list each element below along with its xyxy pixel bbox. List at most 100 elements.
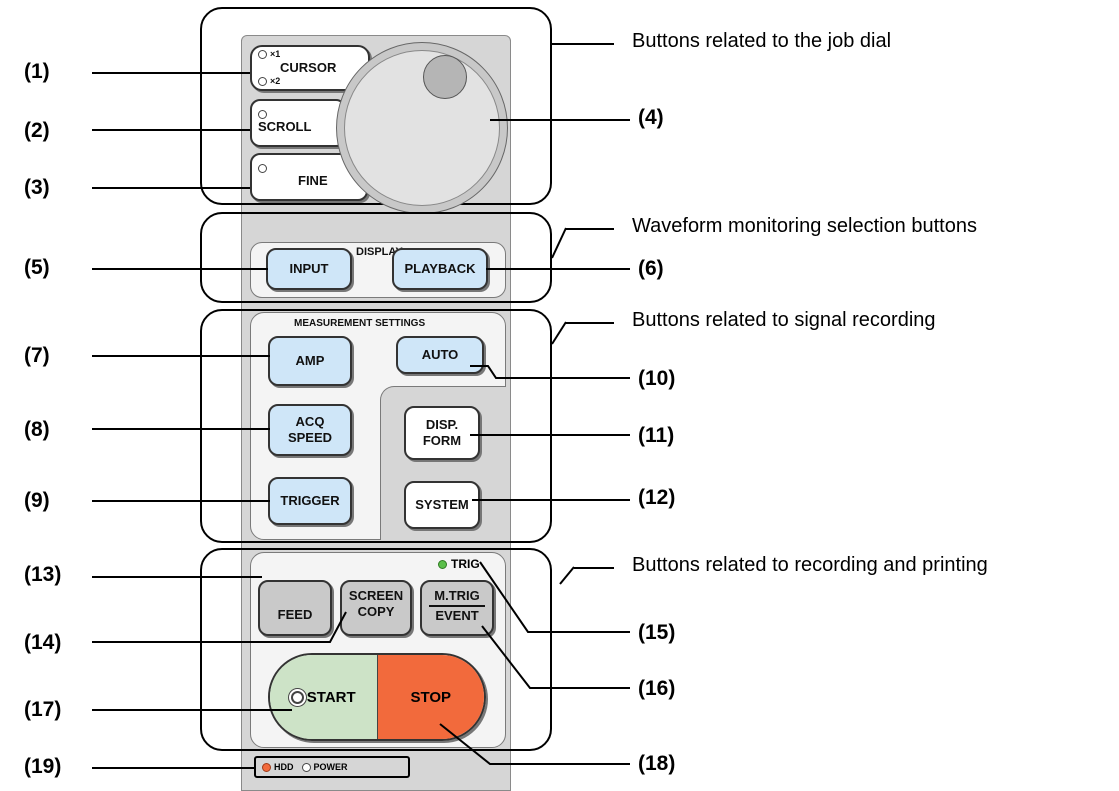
acq-speed-button[interactable]: ACQ SPEED — [268, 404, 352, 456]
hdd-indicator: HDD — [262, 762, 294, 772]
callout-label-13: (13) — [24, 563, 62, 586]
callout-label-16: (16) — [638, 677, 676, 700]
scroll-button[interactable]: SCROLL — [250, 99, 346, 147]
display-group — [200, 212, 552, 303]
cursor-x2-led-icon — [258, 77, 267, 87]
status-indicators: HDD POWER — [254, 756, 410, 778]
scroll-label: SCROLL — [258, 119, 312, 135]
leader-line-9 — [92, 500, 270, 502]
start-stop-pill: START STOP — [268, 653, 486, 741]
cursor-x1-led-icon — [258, 49, 267, 59]
callout-label-12: (12) — [638, 486, 676, 509]
callout-label-19: (19) — [24, 755, 62, 778]
leader-line-19 — [92, 767, 254, 769]
m-trig-event-button[interactable]: M.TRIG EVENT — [420, 580, 494, 636]
leader-line-1 — [92, 72, 250, 74]
trig-indicator: TRIG — [438, 557, 480, 571]
start-button[interactable]: START — [270, 655, 377, 739]
mtrig-line1: M.TRIG — [434, 588, 480, 603]
leader-line-3 — [92, 187, 250, 189]
auto-label: AUTO — [421, 346, 459, 362]
callout-label-3: (3) — [24, 176, 50, 199]
leader-line-17 — [92, 709, 292, 711]
callout-label-17: (17) — [24, 698, 62, 721]
mtrig-line2: EVENT — [435, 608, 479, 624]
note-job-dial: Buttons related to the job dial — [632, 30, 892, 52]
callout-label-2: (2) — [24, 119, 50, 142]
bracket-recording-diag — [559, 566, 575, 585]
power-label: POWER — [313, 762, 348, 772]
disp-form-button[interactable]: DISP. FORM — [404, 406, 480, 460]
job-dial-group — [200, 7, 552, 205]
leader-line-8 — [92, 428, 270, 430]
callout-label-9: (9) — [24, 489, 50, 512]
cursor-x2-row: ×2 — [258, 76, 280, 87]
amp-button[interactable]: AMP — [268, 336, 352, 386]
callout-label-1: (1) — [24, 60, 50, 83]
note-recording: Buttons related to recording and printin… — [632, 554, 988, 576]
leader-line-5 — [92, 268, 268, 270]
amp-label: AMP — [295, 352, 325, 368]
leader-line-12 — [472, 499, 630, 501]
leader-line-2 — [92, 129, 250, 131]
system-label: SYSTEM — [415, 496, 469, 512]
note-line-recording — [574, 567, 614, 569]
scroll-led-icon — [258, 110, 267, 120]
trigger-button[interactable]: TRIGGER — [268, 477, 352, 525]
bracket-waveform-diag — [551, 227, 567, 259]
job-dial-face — [344, 50, 500, 206]
callout-label-4: (4) — [638, 106, 664, 129]
trigger-label: TRIGGER — [280, 492, 340, 508]
note-waveform: Waveform monitoring selection buttons — [632, 215, 977, 237]
fine-led-icon — [258, 164, 267, 174]
mtrig-divider — [429, 605, 485, 608]
disp-line1: DISP. — [425, 416, 459, 432]
stop-button[interactable]: STOP — [376, 655, 484, 739]
fine-label: FINE — [298, 173, 328, 189]
disp-line2: FORM — [422, 433, 462, 448]
note-signal: Buttons related to signal recording — [632, 309, 936, 331]
note-line-waveform — [566, 228, 614, 230]
measurement-title: MEASUREMENT SETTINGS — [294, 318, 426, 329]
start-led-icon — [290, 690, 304, 704]
callout-label-18: (18) — [638, 752, 676, 775]
screen-copy-button[interactable]: SCREEN COPY — [340, 580, 412, 636]
leader-line-6 — [486, 268, 630, 270]
feed-button[interactable]: FEED — [258, 580, 332, 636]
callout-label-15: (15) — [638, 621, 676, 644]
callout-label-10: (10) — [638, 367, 676, 390]
signal-recording-group — [200, 309, 552, 543]
callout-label-14: (14) — [24, 631, 62, 654]
acq-line2: SPEED — [287, 430, 333, 445]
callout-label-8: (8) — [24, 418, 50, 441]
hdd-led-icon — [262, 762, 271, 772]
system-button[interactable]: SYSTEM — [404, 481, 480, 529]
acq-line1: ACQ — [295, 413, 325, 429]
trig-led-icon — [438, 559, 447, 569]
cursor-label: CURSOR — [280, 59, 337, 75]
power-led-icon — [301, 762, 311, 772]
feed-label: FEED — [277, 606, 313, 622]
start-label: START — [306, 688, 356, 706]
job-dial-icon[interactable] — [336, 42, 508, 214]
leader-line-11 — [470, 434, 630, 436]
note-line-job-dial — [552, 43, 614, 45]
power-indicator: POWER — [301, 762, 348, 772]
cursor-x1-label: ×1 — [270, 48, 281, 59]
callout-label-11: (11) — [638, 424, 675, 447]
callout-label-7: (7) — [24, 344, 50, 367]
leader-line-4 — [490, 119, 630, 121]
hdd-label: HDD — [274, 762, 294, 772]
playback-button[interactable]: PLAYBACK — [392, 248, 488, 290]
leader-line-13 — [92, 576, 262, 578]
callout-label-5: (5) — [24, 256, 50, 279]
stop-label: STOP — [410, 688, 452, 706]
note-line-signal — [566, 322, 614, 324]
cursor-x1-row: ×1 — [258, 49, 280, 60]
input-button[interactable]: INPUT — [266, 248, 352, 290]
screen-line2: COPY — [357, 604, 395, 620]
playback-label: PLAYBACK — [404, 260, 476, 276]
job-dial-grip-icon — [423, 55, 467, 99]
auto-button[interactable]: AUTO — [396, 336, 484, 374]
